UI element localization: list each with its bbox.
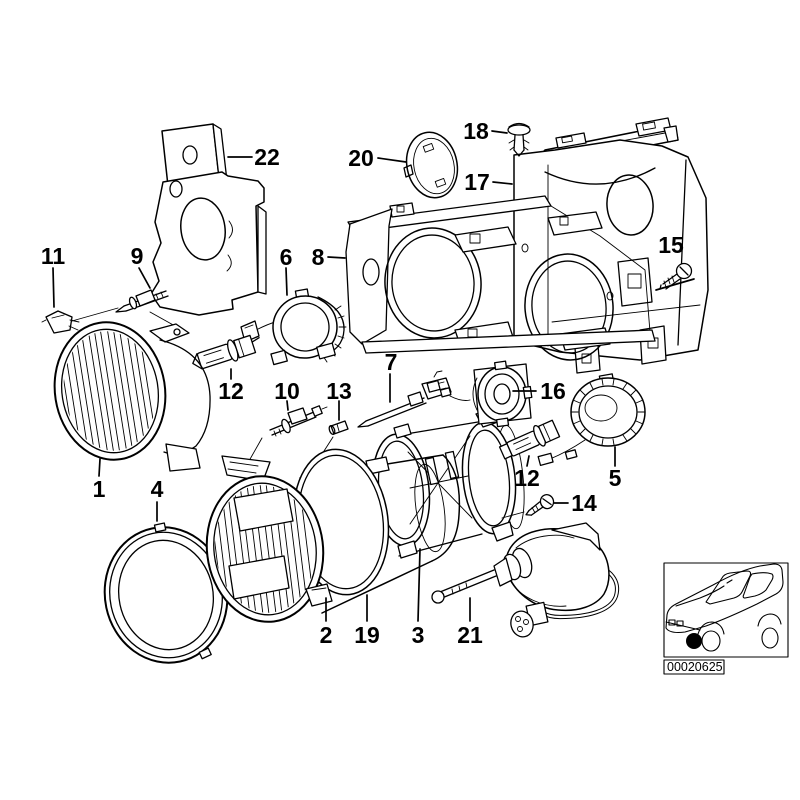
part-22-bracket-plate [150, 123, 267, 316]
callout-label: 18 [463, 118, 489, 144]
callout-label: 11 [41, 243, 66, 269]
callout-leader-line [98, 458, 101, 477]
callout-leader-line [492, 181, 513, 185]
callout-leader-line [377, 157, 407, 163]
callout-leader-line [52, 267, 55, 308]
part-12-bulb-h7 [498, 419, 561, 460]
callout-leader-line [327, 256, 346, 259]
callout-label: 1 [93, 476, 106, 502]
callout-leader-line [138, 267, 151, 289]
car-location-inset: 00020625 [663, 562, 789, 675]
callout-label: 22 [254, 144, 280, 170]
callout-label: 10 [274, 378, 300, 404]
callout-label: 4 [151, 476, 164, 502]
diagram-code: 00020625 [667, 660, 723, 674]
callout-leader-line [286, 400, 289, 411]
location-marker-dot [686, 633, 702, 649]
callout-label: 21 [457, 622, 483, 648]
callout-label: 5 [609, 465, 622, 491]
callout-label: 2 [320, 622, 333, 648]
callout-leader-line [655, 278, 695, 291]
part-21-leveling-actuator [431, 522, 620, 638]
callout-label: 9 [131, 243, 144, 269]
part-20-cover-cap [403, 131, 459, 199]
part-2-headlight-lens [205, 475, 333, 623]
callout-label: 8 [312, 244, 325, 270]
part-16-bulb-retainer [426, 360, 533, 428]
part-2-headlight-body [221, 454, 461, 614]
part-14-screw [501, 494, 555, 519]
part-11-socket-clip [41, 307, 119, 334]
part-3-projector-unit [371, 407, 525, 557]
part-12-bulb-h1 [192, 334, 260, 370]
callout-label: 13 [326, 378, 352, 404]
part-17-housing-shell [513, 117, 709, 374]
callout-label: 12 [218, 378, 244, 404]
callout-label: 6 [280, 244, 293, 270]
callout-label: 20 [348, 145, 374, 171]
callout-label: 16 [540, 378, 566, 404]
callout-label: 3 [412, 622, 425, 648]
part-5-cover-cap [537, 373, 646, 467]
callout-leader-line [491, 130, 508, 134]
callout-leader-line [417, 548, 421, 622]
part-18-push-clip [507, 122, 531, 157]
callout-leader-line [285, 267, 288, 296]
diagram-code-box [663, 659, 725, 675]
part-8-mounting-frame [345, 195, 656, 361]
part-1-fog-lamp [53, 321, 211, 472]
callout-label: 14 [571, 490, 597, 516]
callout-label: 17 [464, 169, 490, 195]
part-10-adjuster-screw [244, 405, 328, 469]
part-6-bulb-carrier-ring [240, 288, 347, 366]
part-15-screw [659, 262, 693, 290]
part-7-adjusting-rod [357, 370, 452, 428]
callout-label: 19 [354, 622, 380, 648]
callout-label: 12 [514, 465, 540, 491]
callout-label: 15 [658, 232, 684, 258]
callout-label: 7 [385, 349, 398, 375]
callout-leader-line [526, 455, 530, 467]
